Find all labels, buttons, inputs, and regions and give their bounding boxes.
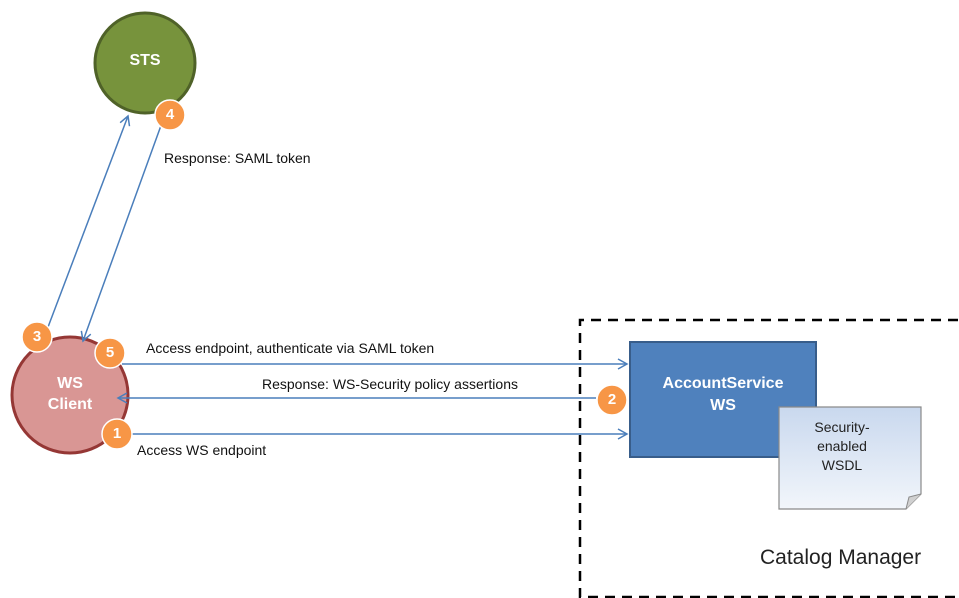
step-number-2: 2 [607,391,617,408]
wsdl-label-line1: Security- [814,419,870,435]
ws-client-label-line1: WS [57,375,83,392]
catalog-manager-boundary [578,318,958,598]
step-badge-1 [101,418,133,450]
arrow-client-to-sts [44,114,131,336]
wsdl-label: Security- enabled WSDL [784,418,900,475]
arrow-sts-to-client [80,119,164,343]
step-number-4: 4 [165,106,175,123]
access-ws-endpoint-label: Access WS endpoint [137,442,267,458]
ws-client-node [10,335,130,455]
wsdl-document-fold [905,493,922,510]
step-badge-5 [94,337,126,369]
step-badge-3 [21,321,53,353]
account-service-label-line1: AccountService [662,375,784,392]
sts-label: STS [129,52,161,69]
step-number-1: 1 [112,425,122,442]
step-number-5: 5 [105,344,115,361]
ws-client-label-line2: Client [47,396,93,413]
catalog-manager-label: Catalog Manager [760,546,922,569]
step-badge-4 [154,99,186,131]
sts-node [93,11,197,115]
access-endpoint-saml-label: Access endpoint, authenticate via SAML t… [146,340,435,356]
saml-token-response-label: Response: SAML token [164,150,311,166]
wsdl-label-line2: enabled [817,438,867,454]
policy-assertions-response-label: Response: WS-Security policy assertions [262,376,518,392]
account-service-label-line2: WS [710,397,736,414]
wsdl-label-line3: WSDL [821,457,863,473]
step-number-3: 3 [32,328,42,345]
step-badge-2 [596,384,628,416]
